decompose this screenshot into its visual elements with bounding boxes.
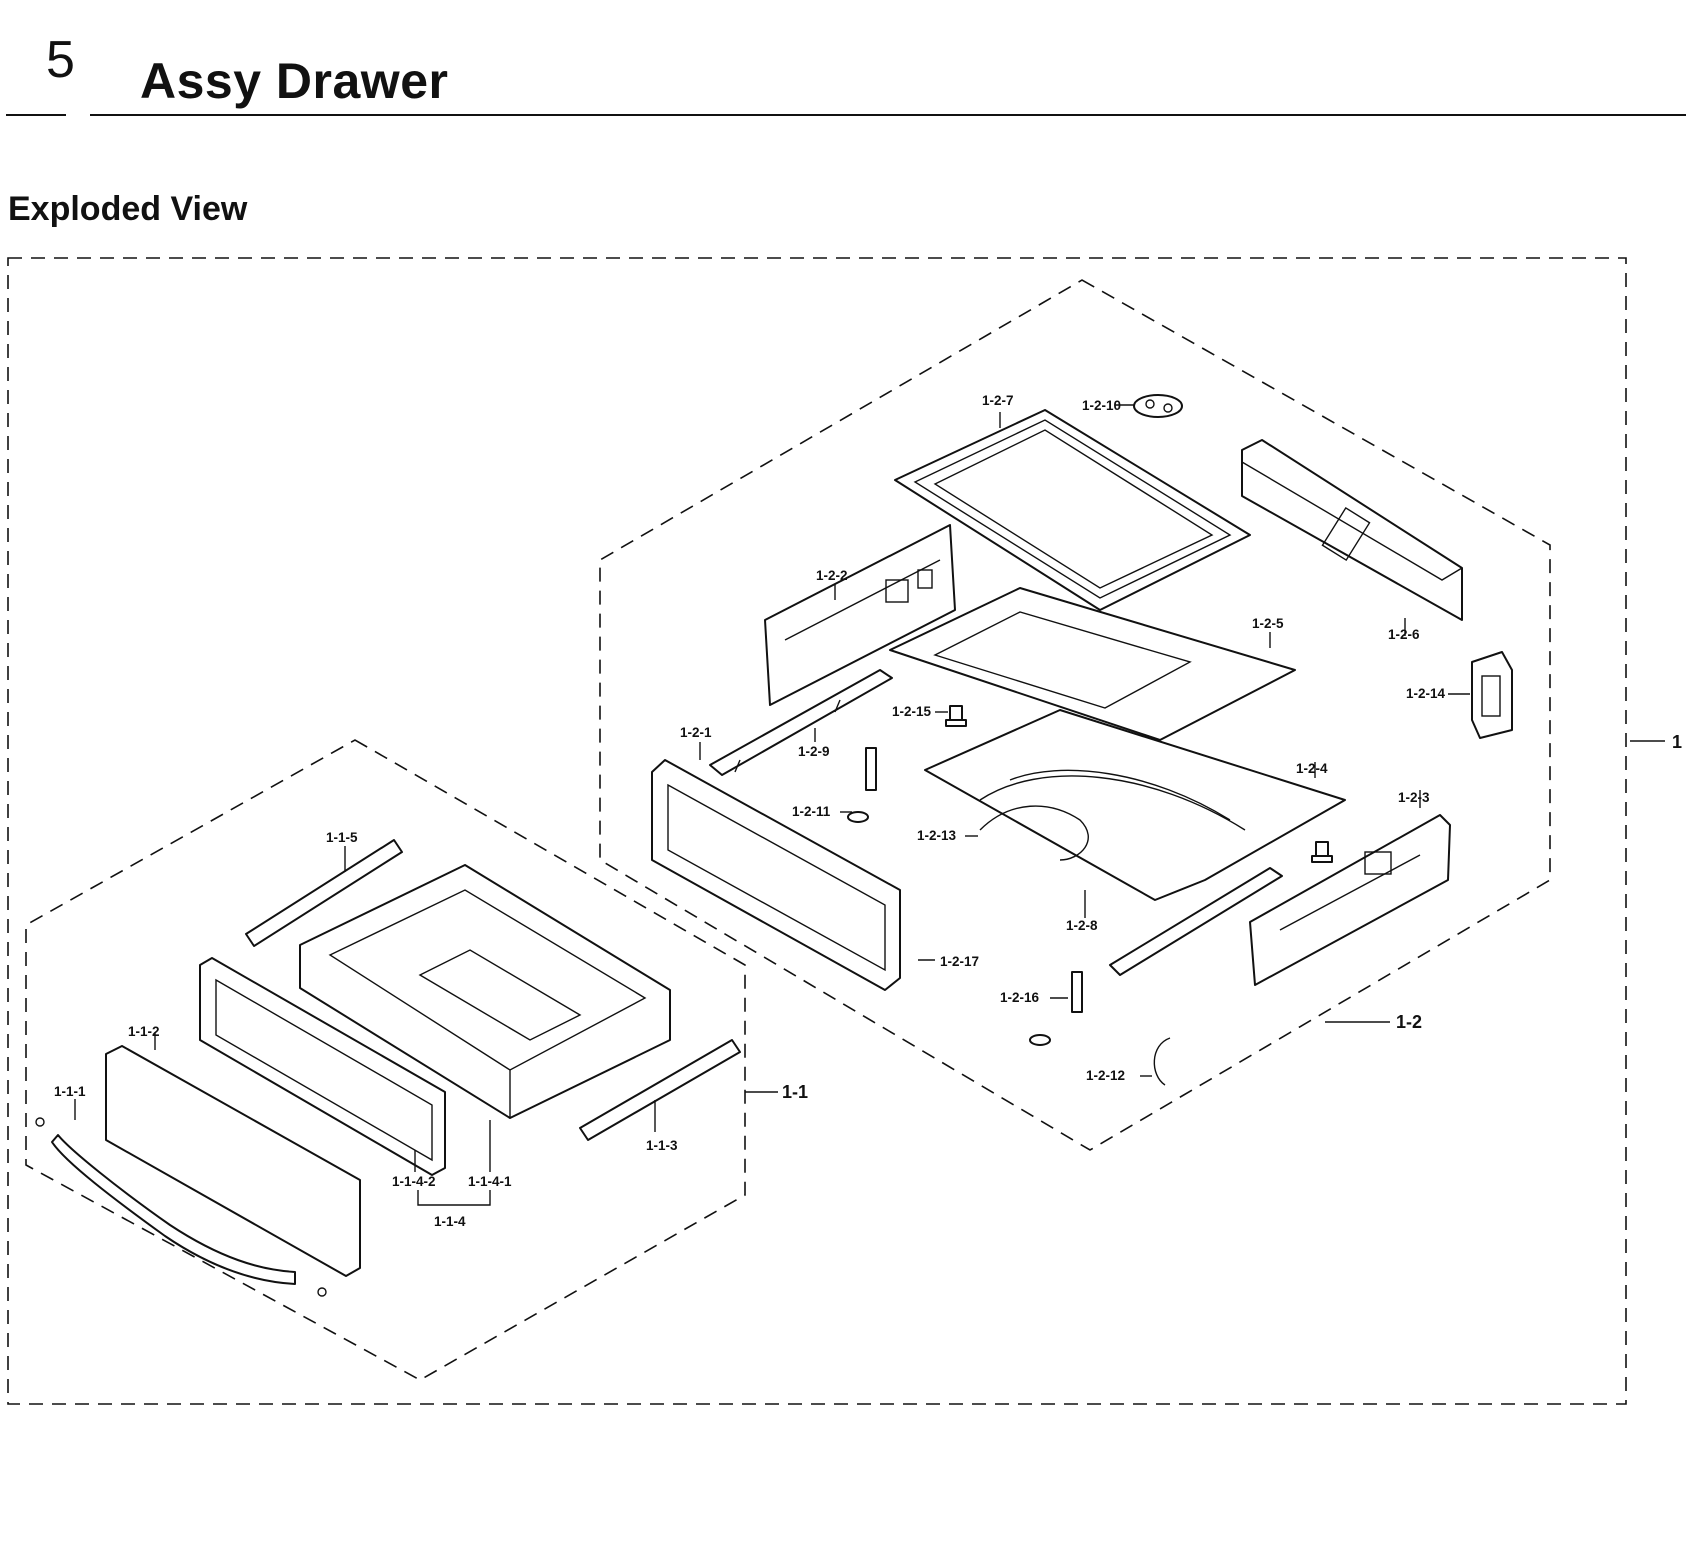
page-title: Assy Drawer bbox=[140, 53, 449, 109]
label-1-2-16: 1-2-16 bbox=[1000, 990, 1040, 1005]
label-assembly-1-2: 1-2 bbox=[1396, 1012, 1422, 1032]
leader-lines bbox=[74, 404, 1665, 1206]
part-1-2-11-clip bbox=[847, 747, 877, 823]
label-1-1-1: 1-1-1 bbox=[54, 1084, 86, 1099]
label-1-2-14: 1-2-14 bbox=[1406, 686, 1446, 701]
label-1-2-12: 1-2-12 bbox=[1086, 1068, 1125, 1083]
label-1-2-10: 1-2-10 bbox=[1082, 398, 1121, 413]
drawer-group-boundary bbox=[25, 739, 746, 1381]
label-1-2-15: 1-2-15 bbox=[892, 704, 932, 719]
part-1-1-3-rail bbox=[579, 1039, 741, 1141]
label-1-2-1: 1-2-1 bbox=[680, 725, 712, 740]
label-1-2-11: 1-2-11 bbox=[792, 804, 831, 819]
part-1-2-4-bottom-pan bbox=[924, 709, 1346, 901]
label-1-2-17: 1-2-17 bbox=[940, 954, 979, 969]
label-1-1-4-1: 1-1-4-1 bbox=[468, 1174, 512, 1189]
label-1-2-5: 1-2-5 bbox=[1252, 616, 1284, 631]
label-1-1-2: 1-1-2 bbox=[128, 1024, 160, 1039]
label-1-2-7: 1-2-7 bbox=[982, 393, 1014, 408]
label-1-1-4: 1-1-4 bbox=[434, 1214, 466, 1229]
part-drawer-body bbox=[299, 864, 671, 1119]
part-1-2-1-front-frame bbox=[651, 759, 901, 991]
label-1-2-6: 1-2-6 bbox=[1388, 627, 1420, 642]
label-assembly-1: 1 bbox=[1672, 732, 1682, 752]
label-1-2-4: 1-2-4 bbox=[1296, 761, 1328, 776]
label-1-2-2: 1-2-2 bbox=[816, 568, 848, 583]
part-1-2-6-back-panel bbox=[1241, 439, 1463, 621]
part-1-2-8-heater bbox=[979, 805, 1089, 861]
part-1-2-16-clip bbox=[1029, 971, 1083, 1046]
title-rule-left bbox=[6, 114, 66, 116]
part-1-2-screw-right bbox=[1311, 841, 1333, 863]
section-number: 5 bbox=[46, 31, 75, 89]
label-1-1-3: 1-1-3 bbox=[646, 1138, 678, 1153]
part-1-2-9-rail bbox=[709, 669, 893, 776]
label-1-2-3: 1-2-3 bbox=[1398, 790, 1430, 805]
part-drawer-screw-left bbox=[35, 1117, 45, 1127]
part-1-2-3-right-side bbox=[1249, 814, 1451, 986]
part-1-2-15-screw bbox=[945, 705, 967, 727]
part-1-2-12-wire-clip bbox=[1153, 1037, 1171, 1086]
label-1-2-9: 1-2-9 bbox=[798, 744, 830, 759]
label-1-1-4-2: 1-1-4-2 bbox=[392, 1174, 436, 1189]
section-subtitle: Exploded View bbox=[8, 190, 248, 228]
part-1-2-14-bracket bbox=[1471, 651, 1513, 739]
label-1-2-8: 1-2-8 bbox=[1066, 918, 1098, 933]
part-1-2-7-top-frame bbox=[894, 409, 1251, 611]
assembly-boundary bbox=[7, 257, 1627, 1405]
part-1-2-10-bracket bbox=[1133, 394, 1183, 418]
part-drawer-screw-right bbox=[317, 1287, 327, 1297]
label-1-1-5: 1-1-5 bbox=[326, 830, 358, 845]
title-rule-right bbox=[90, 114, 1686, 116]
part-1-1-4-inner-frame bbox=[199, 957, 446, 1176]
label-1-2-13: 1-2-13 bbox=[917, 828, 957, 843]
part-1-1-2-front-panel bbox=[105, 1045, 361, 1277]
frame-group-boundary bbox=[599, 279, 1551, 1151]
part-1-2-5-plate bbox=[889, 587, 1296, 741]
part-1-2-rail-right bbox=[1109, 867, 1283, 976]
part-1-1-1-handle bbox=[51, 1134, 296, 1285]
part-1-2-2-left-side bbox=[764, 524, 956, 706]
label-assembly-1-1: 1-1 bbox=[782, 1082, 808, 1102]
